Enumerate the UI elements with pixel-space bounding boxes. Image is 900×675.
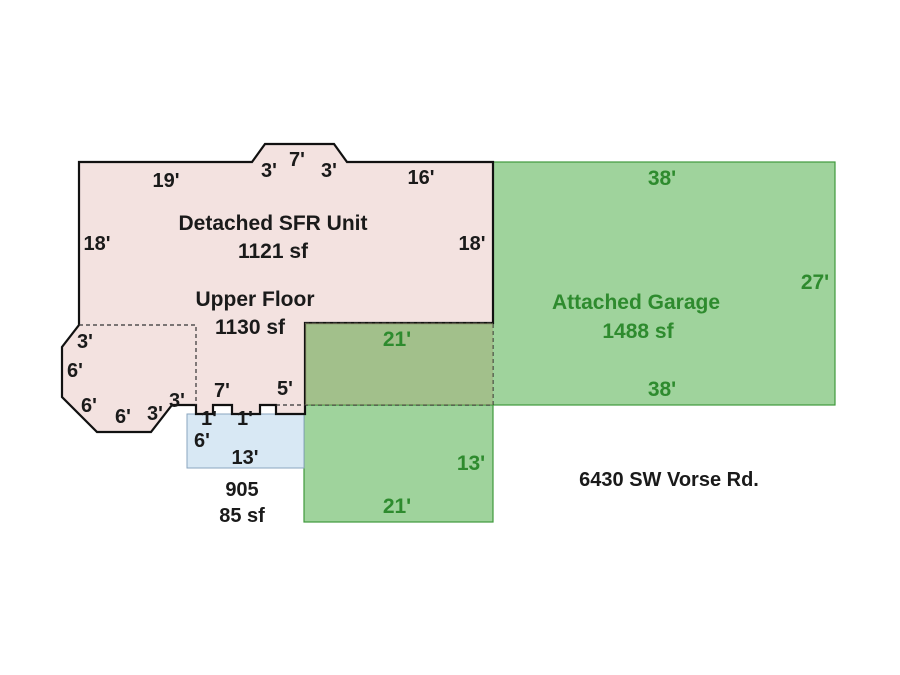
dim-garage-top: 38' [648, 167, 676, 190]
garage-size: 1488 sf [602, 320, 674, 343]
dim-bay-right: 3' [321, 160, 337, 182]
upper-floor-name: Upper Floor [196, 288, 315, 311]
dim-sfr-top-left: 19' [152, 170, 179, 192]
sfr-unit-size: 1121 sf [238, 240, 309, 263]
porch-size: 85 sf [219, 505, 265, 527]
dim-garage-right: 27' [801, 271, 829, 294]
dim-oct-left-lower: 6' [81, 395, 97, 417]
dim-garage-bottom: 38' [648, 378, 676, 401]
dim-garage-inner-top: 21' [383, 328, 411, 351]
garage-extension-area [303, 404, 494, 523]
sfr-unit-name: Detached SFR Unit [178, 212, 367, 235]
dim-bay-left: 3' [261, 160, 277, 182]
garage-upper-overlap [305, 323, 493, 405]
porch-name: 905 [225, 479, 258, 501]
dim-step-right: 5' [277, 378, 293, 400]
dim-bay-top: 7' [289, 149, 305, 171]
dim-sfr-right: 18' [458, 233, 485, 255]
dim-oct-bottom: 6' [115, 406, 131, 428]
octagon-bay-outline [79, 324, 197, 405]
dim-oct-bottom-right: 3' [147, 403, 163, 425]
dim-porch-left: 6' [194, 430, 210, 452]
dim-notch-b: 1' [237, 408, 253, 430]
dim-notch-a: 1' [201, 408, 217, 430]
dim-sfr-left: 18' [83, 233, 110, 255]
sfr-unit-outline [60, 142, 495, 434]
dim-garage-ext-right: 13' [457, 452, 485, 475]
garage-name: Attached Garage [552, 291, 720, 314]
upper-floor-dashed-outline [276, 322, 494, 406]
dim-sfr-top-right: 16' [407, 167, 434, 189]
dim-garage-ext-bottom: 21' [383, 495, 411, 518]
dim-oct-left-upper: 6' [67, 360, 83, 382]
dim-oct-top: 3' [77, 331, 93, 353]
address-label: 6430 SW Vorse Rd. [579, 469, 759, 491]
dim-oct-right: 3' [169, 390, 185, 412]
dim-porch-bottom: 13' [231, 447, 258, 469]
dim-step-top: 7' [214, 380, 230, 402]
upper-floor-size: 1130 sf [215, 316, 286, 339]
